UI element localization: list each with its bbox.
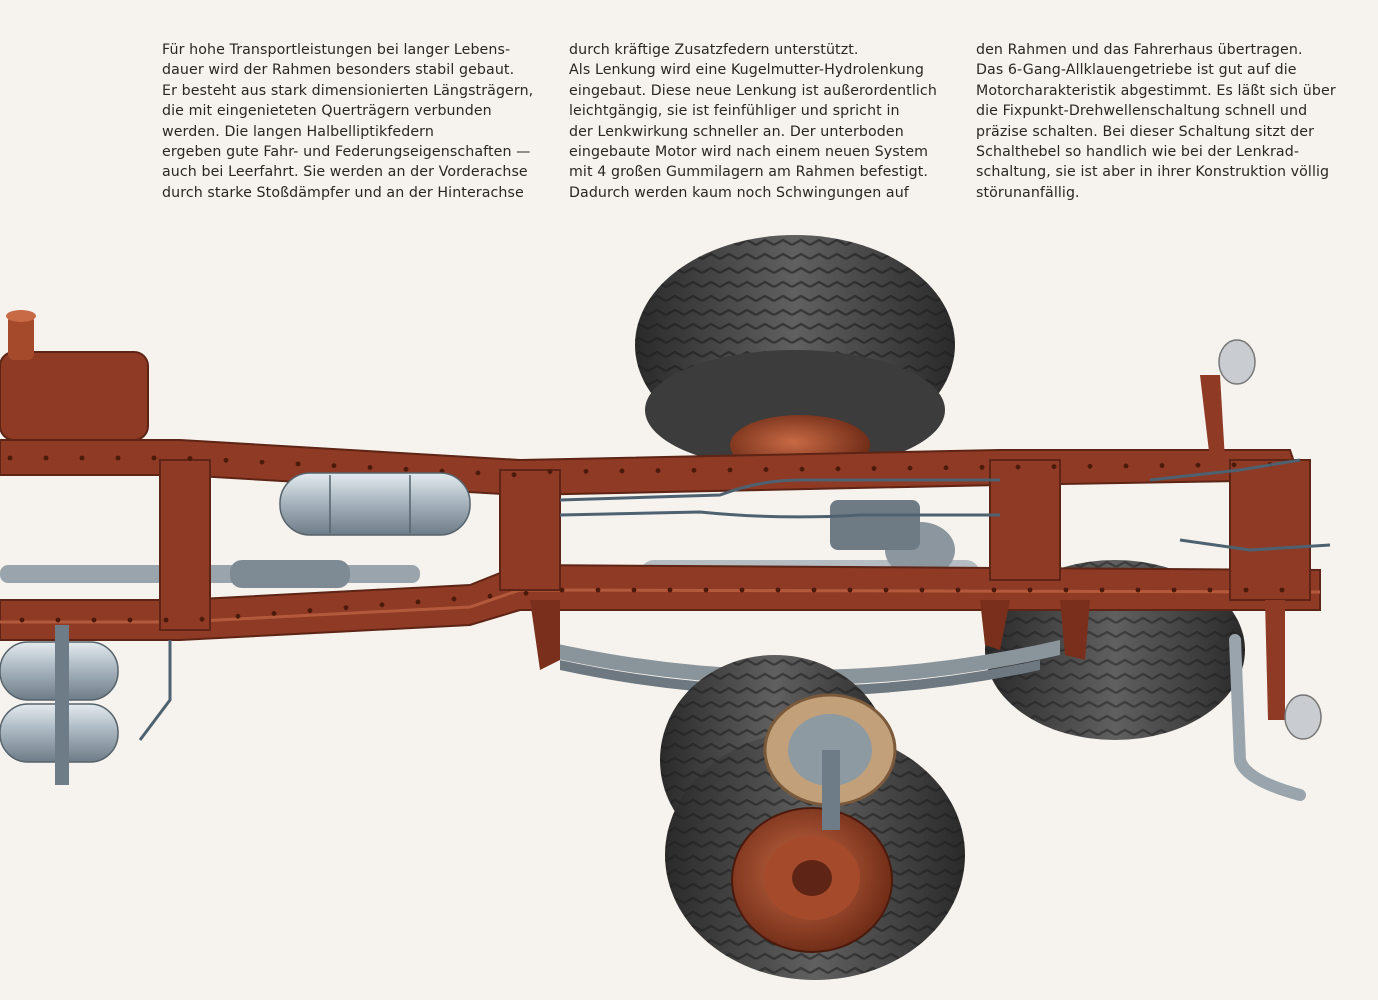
fuel-tank xyxy=(0,310,149,441)
rivet xyxy=(487,593,493,599)
rivet xyxy=(79,455,85,461)
rivet xyxy=(799,466,805,472)
rivet xyxy=(1231,462,1237,468)
rear-wheel-upper xyxy=(635,235,955,475)
rivet xyxy=(1099,587,1105,593)
rivet xyxy=(703,587,709,593)
rivet xyxy=(727,467,733,473)
frame-rivets xyxy=(7,455,1285,623)
air-tanks-left xyxy=(0,625,119,785)
rear-lamp-upper xyxy=(1200,339,1256,460)
rivet xyxy=(775,587,781,593)
rivet xyxy=(1087,463,1093,469)
rivet xyxy=(7,455,13,461)
rivet xyxy=(295,461,301,467)
rivet xyxy=(379,602,385,608)
rivet xyxy=(91,617,97,623)
rivet xyxy=(1195,462,1201,468)
rivet xyxy=(307,608,313,613)
text-column-3: den Rahmen und das Fahrerhaus übertragen… xyxy=(976,42,1336,201)
rivet xyxy=(1159,463,1165,468)
rivet xyxy=(1243,587,1249,593)
rivet xyxy=(511,472,517,478)
rivet xyxy=(595,587,601,593)
rivet xyxy=(271,611,277,616)
rivet xyxy=(235,613,241,619)
brake-lines xyxy=(138,458,1331,741)
rivet xyxy=(1207,587,1213,593)
rivet xyxy=(763,467,769,472)
rivet xyxy=(883,587,889,593)
rivet xyxy=(259,459,265,465)
rivet xyxy=(943,465,949,471)
rivet xyxy=(835,466,841,472)
rivet xyxy=(163,617,169,623)
rivet xyxy=(583,468,589,474)
rivet xyxy=(1015,464,1021,470)
text-column-1: Für hohe Transportleistungen bei langer … xyxy=(162,42,534,201)
brake-drum xyxy=(763,693,897,830)
rivet xyxy=(631,587,637,593)
text-column-2: durch kräftige Zusatzfedern unterstützt.… xyxy=(569,42,937,201)
rivet xyxy=(1123,463,1129,469)
rivet xyxy=(1135,587,1141,593)
rivet xyxy=(691,467,697,473)
rivet xyxy=(151,455,157,461)
rivet xyxy=(55,617,61,623)
rivet xyxy=(343,605,349,611)
rivet xyxy=(43,455,49,461)
rivet xyxy=(1027,587,1033,593)
rivet xyxy=(871,466,877,471)
rivet xyxy=(991,587,997,593)
rivet xyxy=(1279,587,1285,593)
rivet xyxy=(19,617,25,623)
rivet xyxy=(619,468,625,474)
rivet xyxy=(331,463,337,469)
exhaust-pipe xyxy=(1229,634,1306,801)
rivet xyxy=(223,457,229,463)
rivet xyxy=(523,590,529,596)
rivet xyxy=(403,466,409,472)
rivet xyxy=(415,599,421,605)
rivet xyxy=(739,587,745,593)
rear-lamp-lower xyxy=(1265,600,1322,740)
rivet xyxy=(547,469,553,475)
rivet xyxy=(811,587,817,593)
rivet xyxy=(919,587,925,593)
rivet xyxy=(127,617,133,623)
rivet xyxy=(1051,464,1057,470)
rivet xyxy=(115,455,121,461)
rivet xyxy=(979,464,985,470)
rivet xyxy=(655,468,661,474)
rivet xyxy=(1063,587,1069,593)
rivet xyxy=(1171,587,1177,593)
rivet xyxy=(367,465,373,470)
air-tank-middle xyxy=(279,472,471,536)
leaf-spring xyxy=(540,640,1060,696)
rivet xyxy=(667,587,673,593)
rivet xyxy=(907,465,913,471)
rivet xyxy=(187,456,193,461)
rivet xyxy=(451,596,457,602)
rivet xyxy=(847,587,853,593)
rivet xyxy=(559,587,565,593)
rivet xyxy=(199,616,205,622)
rivet xyxy=(955,587,961,593)
rivet xyxy=(475,470,481,476)
